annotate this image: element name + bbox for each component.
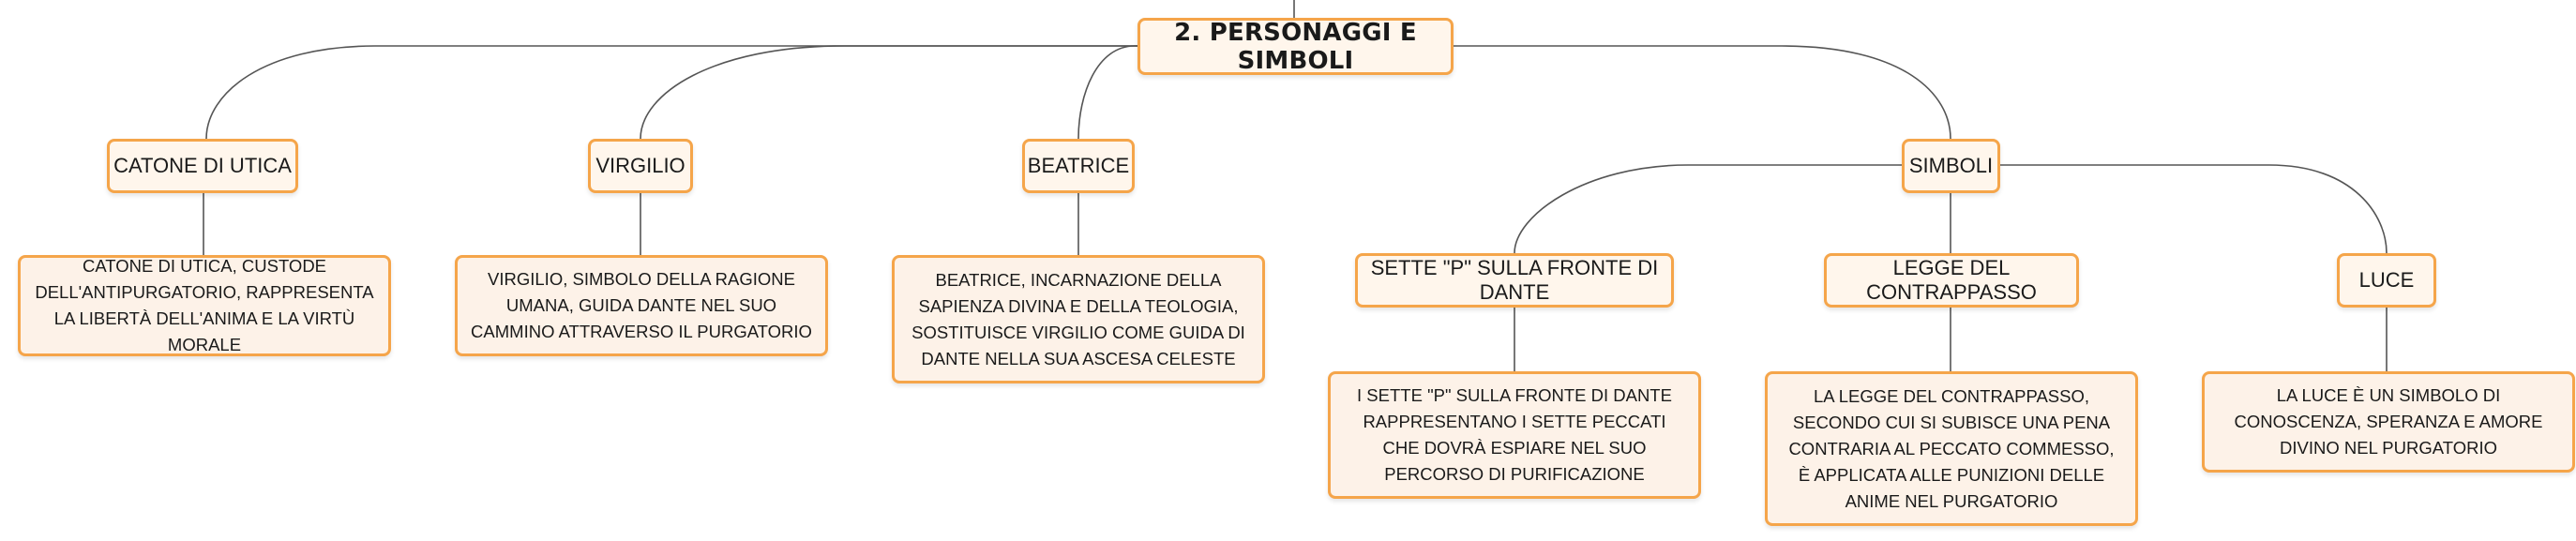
root-node[interactable]: 2. PERSONAGGI E SIMBOLI bbox=[1137, 18, 1454, 75]
topic-sette-p-label: SETTE "P" SULLA FRONTE DI DANTE bbox=[1370, 256, 1659, 304]
connector-root-catone bbox=[205, 45, 1139, 140]
virgilio-description-text: VIRGILIO, SIMBOLO DELLA RAGIONE UMANA, G… bbox=[471, 269, 812, 341]
virgilio-description[interactable]: VIRGILIO, SIMBOLO DELLA RAGIONE UMANA, G… bbox=[455, 255, 828, 356]
topic-contrappasso-label: LEGGE DEL CONTRAPPASSO bbox=[1866, 256, 2037, 304]
root-label: 2. PERSONAGGI E SIMBOLI bbox=[1174, 18, 1417, 75]
topic-beatrice[interactable]: BEATRICE bbox=[1022, 139, 1135, 193]
topic-virgilio[interactable]: VIRGILIO bbox=[588, 139, 693, 193]
connector-root-beatrice bbox=[1077, 45, 1139, 140]
topic-sette-p[interactable]: SETTE "P" SULLA FRONTE DI DANTE bbox=[1355, 253, 1674, 308]
topic-luce-label: LUCE bbox=[2358, 268, 2415, 292]
topic-simboli[interactable]: SIMBOLI bbox=[1902, 139, 2000, 193]
topic-catone-label: CATONE DI UTICA bbox=[113, 154, 292, 177]
catone-description-text: CATONE DI UTICA, CUSTODE DELL'ANTIPURGAT… bbox=[35, 256, 374, 354]
topic-contrappasso[interactable]: LEGGE DEL CONTRAPPASSO bbox=[1824, 253, 2079, 308]
beatrice-description-text: BEATRICE, INCARNAZIONE DELLA SAPIENZA DI… bbox=[911, 269, 1245, 368]
sette-p-description-text: I SETTE "P" SULLA FRONTE DI DANTE RAPPRE… bbox=[1357, 385, 1672, 484]
contrappasso-description[interactable]: LA LEGGE DEL CONTRAPPASSO, SECONDO CUI S… bbox=[1765, 371, 2138, 526]
topic-catone[interactable]: CATONE DI UTICA bbox=[107, 139, 298, 193]
connector-simboli-luce bbox=[1998, 164, 2388, 254]
connector-root-simboli bbox=[1452, 45, 1951, 140]
beatrice-description[interactable]: BEATRICE, INCARNAZIONE DELLA SAPIENZA DI… bbox=[892, 255, 1265, 383]
connector-root-virgilio bbox=[640, 45, 1139, 140]
topic-beatrice-label: BEATRICE bbox=[1027, 154, 1130, 177]
connector-simboli-settep bbox=[1514, 164, 1904, 254]
topic-virgilio-label: VIRGILIO bbox=[595, 154, 685, 177]
topic-simboli-label: SIMBOLI bbox=[1908, 154, 1994, 177]
catone-description[interactable]: CATONE DI UTICA, CUSTODE DELL'ANTIPURGAT… bbox=[18, 255, 391, 356]
sette-p-description[interactable]: I SETTE "P" SULLA FRONTE DI DANTE RAPPRE… bbox=[1328, 371, 1701, 499]
luce-description[interactable]: LA LUCE È UN SIMBOLO DI CONOSCENZA, SPER… bbox=[2202, 371, 2575, 473]
contrappasso-description-text: LA LEGGE DEL CONTRAPPASSO, SECONDO CUI S… bbox=[1788, 385, 2115, 511]
topic-luce[interactable]: LUCE bbox=[2337, 253, 2436, 308]
luce-description-text: LA LUCE È UN SIMBOLO DI CONOSCENZA, SPER… bbox=[2234, 385, 2543, 458]
